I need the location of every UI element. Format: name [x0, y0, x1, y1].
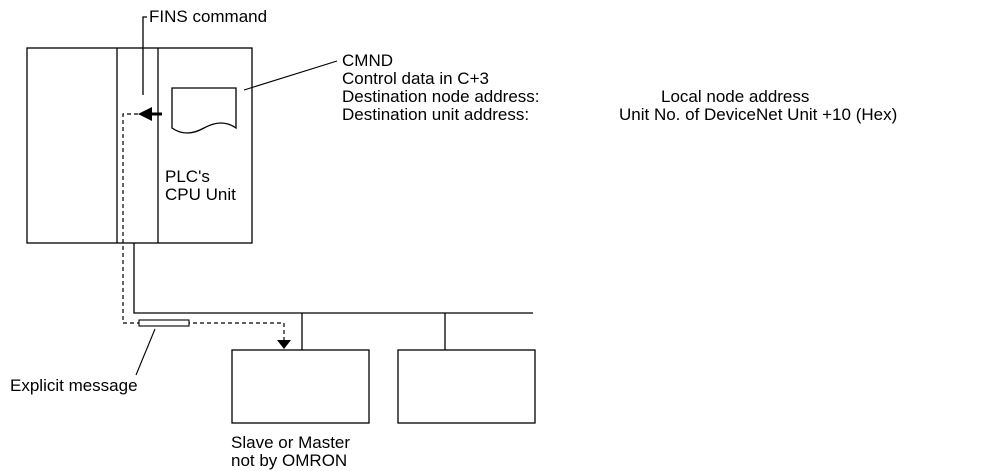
explicit-message-arrowhead: [277, 340, 291, 349]
destination-unit-address-value: Unit No. of DeviceNet Unit +10 (Hex): [619, 105, 898, 124]
fins-arrowhead: [138, 107, 152, 121]
plc-label-line1: PLC's: [165, 167, 210, 186]
destination-node-address-value: Local node address: [661, 87, 810, 106]
cmnd-leader-line: [243, 60, 338, 91]
plc-rack: [26, 47, 253, 244]
control-data-label: Control data in C+3: [342, 69, 489, 88]
message-packet: [138, 319, 190, 327]
destination-unit-address-label: Destination unit address:: [342, 105, 530, 124]
slave-label-line1: Slave or Master: [231, 433, 351, 452]
slave-unit-1: [231, 349, 370, 424]
destination-node-address-label: Destination node address:: [342, 87, 540, 106]
cmnd-document-icon: [171, 87, 237, 134]
fins-command-label: FINS command: [149, 7, 268, 26]
explicit-message-leader-line: [135, 328, 156, 376]
explicit-message-label: Explicit message: [10, 376, 138, 395]
fins-command-pointer: [142, 16, 147, 95]
cpu-unit-label: CPU Unit: [165, 185, 236, 204]
slave-label-line2: not by OMRON: [231, 451, 348, 470]
explicit-message-path: [122, 113, 285, 340]
cmnd-label: CMND: [342, 51, 393, 70]
network-trunk-cable: [133, 243, 533, 314]
slave-unit-2: [397, 349, 536, 424]
